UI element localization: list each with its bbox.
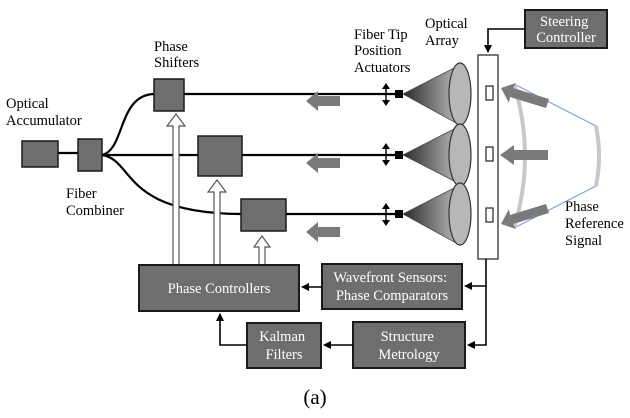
sensor-middle	[485, 146, 494, 162]
steering-controller-label: Steering Controller	[536, 14, 596, 46]
reference-arrow-top	[501, 83, 549, 108]
reference-ray-bottom	[513, 185, 597, 229]
reference-arrow-bottom	[501, 204, 549, 229]
control-flow	[216, 28, 525, 349]
wavefront-sensors-box	[321, 263, 463, 310]
fiber-top	[101, 92, 155, 157]
phase-shifter-bottom	[240, 198, 287, 232]
fiber-tip-actuators	[382, 83, 403, 226]
lens-middle	[448, 123, 472, 187]
sensor-bottom	[485, 207, 494, 223]
phase-reference-signal-label: Phase Reference Signal	[565, 199, 627, 249]
optical-array	[402, 62, 472, 246]
control-arrows	[165, 113, 272, 266]
lens-top	[448, 62, 472, 126]
optical-accumulator-label: Optical Accumulator	[6, 96, 82, 129]
phase-controllers-label: Phase Controllers	[168, 281, 271, 297]
kalman-filters-label: Kalman Filters	[259, 329, 309, 363]
actuator-bottom	[382, 203, 403, 226]
array-to-wavefront-arrow	[464, 259, 487, 290]
caption: (a)	[303, 385, 326, 409]
fiber-tip-actuators-label: Fiber Tip Position Actuators	[354, 27, 411, 76]
optical-array-label: Optical Array	[425, 16, 471, 49]
phase-shifters-label: Phase Shifters	[154, 39, 199, 71]
reference-arrow-middle	[500, 145, 548, 165]
optical-accumulator-box	[21, 140, 59, 168]
reference-ray-top	[513, 83, 597, 127]
array-to-metrology-arrow	[467, 286, 487, 349]
control-arrow-bottom	[252, 234, 272, 266]
fiber-combiner-label: Fiber Combiner	[66, 186, 124, 219]
propagation-arrow-middle	[306, 153, 340, 173]
fiber-bottom	[101, 153, 242, 216]
control-arrow-middle	[206, 179, 228, 266]
control-arrow-top	[165, 113, 187, 266]
phase-shifter-top	[153, 78, 185, 112]
kalman-to-controllers-arrow	[216, 313, 247, 346]
propagation-arrows	[306, 91, 340, 242]
phase-controllers-box	[138, 264, 300, 312]
actuator-top	[382, 83, 403, 106]
actuator-middle	[382, 143, 403, 166]
kalman-filters-box	[246, 322, 322, 369]
wavefront-sensors-label: Wavefront Sensors: Phase Comparators	[333, 270, 450, 304]
reference-arrows	[500, 83, 549, 229]
phase-shifter-middle	[197, 135, 243, 177]
reference-wavefront-arc-right	[594, 125, 601, 187]
structure-metrology-label: Structure Metrology	[378, 329, 440, 363]
fiber-lines	[58, 92, 395, 216]
sensor-top	[485, 85, 494, 101]
propagation-arrow-bottom	[306, 222, 340, 242]
steering-to-array-arrow	[484, 28, 525, 53]
propagation-arrow-top	[306, 91, 340, 111]
lens-bottom	[448, 182, 472, 246]
fiber-combiner-box	[77, 138, 103, 172]
